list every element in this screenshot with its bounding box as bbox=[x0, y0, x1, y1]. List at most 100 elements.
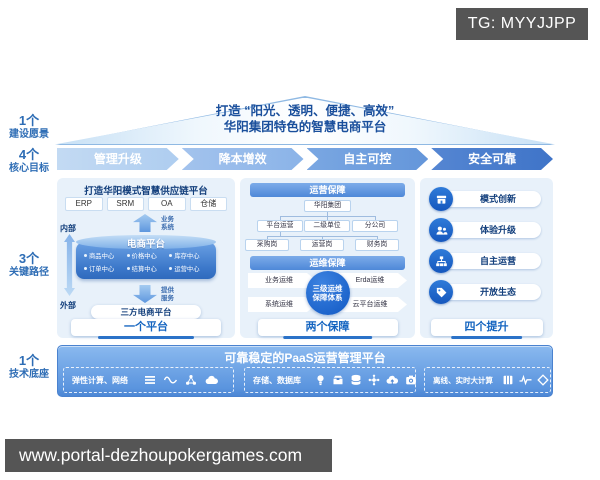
maint-box-system-ops: 系统运维 bbox=[248, 297, 316, 312]
users-icon bbox=[429, 218, 453, 242]
org-connector bbox=[375, 216, 376, 220]
rail-goals-count: 4个 bbox=[18, 147, 40, 162]
core-goals-band: 管理升级 降本增效 自主可控 安全可靠 bbox=[57, 148, 553, 170]
org-connector bbox=[327, 212, 328, 216]
bulb-icon bbox=[317, 375, 324, 386]
bullet-dot bbox=[126, 254, 130, 257]
maint-circle-line2: 保障体系 bbox=[312, 293, 343, 302]
maint-box-cloud-platform-ops: 云平台运维 bbox=[339, 297, 407, 312]
ecommerce-platform-cylinder: 电商平台 商品中心 价格中心 库存中心 订单中心 结算中心 运营中心 bbox=[76, 235, 216, 283]
center-modules: 商品中心 价格中心 库存中心 订单中心 结算中心 运营中心 bbox=[84, 251, 212, 273]
internal-label: 内部 bbox=[60, 224, 76, 233]
org-connector bbox=[280, 216, 281, 220]
maint-box-erda-ops: Erda运维 bbox=[339, 273, 407, 288]
uplift-pill: 开放生态 bbox=[441, 284, 541, 300]
goal-chevron-4: 安全可靠 bbox=[431, 148, 553, 170]
uplift-row-self-operation: 自主运营 bbox=[429, 249, 544, 273]
footer-two-assurances: 两个保障 bbox=[257, 319, 398, 339]
goal-chevron-2: 降本增效 bbox=[182, 148, 304, 170]
paas-group-label: 弹性计算、网络 bbox=[72, 375, 128, 385]
uplift-pill: 自主运营 bbox=[441, 253, 541, 269]
third-party-platform: 三方电商平台 bbox=[91, 305, 201, 319]
uplift-pill: 模式创新 bbox=[441, 191, 541, 207]
system-box-srm: SRM bbox=[106, 197, 144, 211]
goal-chevron-1: 管理升级 bbox=[57, 148, 179, 170]
stack-icon bbox=[145, 376, 155, 384]
paas-base-bar: 可靠稳定的PaaS运营管理平台 弹性计算、网络 存储、数据库 离线、实时大计算 bbox=[57, 345, 553, 397]
uplift-row-experience-upgrade: 体验升级 bbox=[429, 218, 544, 242]
rail-vision-count: 1个 bbox=[18, 113, 40, 128]
internal-external-arrow bbox=[64, 234, 75, 296]
footer-four-uplifts-text: 四个提升 bbox=[464, 321, 509, 333]
rail-paths-label: 关键路径 bbox=[9, 267, 49, 278]
center-label: 运营中心 bbox=[174, 266, 200, 273]
rail-vision: 1个 建设愿景 bbox=[2, 114, 56, 141]
rail-vision-label: 建设愿景 bbox=[9, 129, 49, 140]
paas-group-storage-database: 存储、数据库 bbox=[244, 367, 416, 393]
footer-one-platform-text: 一个平台 bbox=[124, 321, 168, 333]
uplift-pill: 体验升级 bbox=[441, 222, 541, 238]
paas-group-label: 存储、数据库 bbox=[253, 375, 301, 385]
down-arrow-label-line2: 服务 bbox=[161, 295, 174, 302]
paas-group-label: 离线、实时大计算 bbox=[433, 375, 493, 385]
provide-service-down-arrow bbox=[133, 285, 157, 303]
org-box-platform-ops: 平台运营 bbox=[257, 220, 303, 232]
assurance-panel: 运营保障 华阳集团 平台运营 二级单位 分公司 采购岗 运营岗 财务岗 运维保障… bbox=[240, 178, 415, 339]
maint-circle-line1: 三级运维 bbox=[312, 284, 343, 293]
three-level-maint-circle: 三级运维 保障体系 bbox=[305, 271, 350, 315]
org-box-finance-post: 财务岗 bbox=[355, 239, 399, 251]
org-connector bbox=[377, 236, 378, 239]
down-arrow-label: 提供 服务 bbox=[161, 287, 174, 303]
bullet-dot bbox=[84, 267, 87, 270]
external-label: 外部 bbox=[60, 301, 76, 310]
diamond-icon bbox=[537, 374, 549, 386]
watermark-url: www.portal-dezhoupokergames.com bbox=[5, 439, 332, 472]
up-arrow-label-line2: 系统 bbox=[161, 224, 174, 231]
ops-assurance-header: 运营保障 bbox=[250, 183, 405, 197]
center-item: 结算中心 bbox=[126, 264, 170, 273]
center-label: 商品中心 bbox=[89, 253, 115, 260]
supply-panel-title: 打造华阳模式智慧供应链平台 bbox=[84, 186, 208, 197]
rail-base-label: 技术底座 bbox=[9, 369, 49, 380]
org-connector bbox=[280, 216, 376, 217]
org-connector bbox=[327, 216, 328, 220]
down-arrow-label-line1: 提供 bbox=[161, 287, 174, 294]
rail-paths-count: 3个 bbox=[18, 251, 40, 266]
footer-four-uplifts: 四个提升 bbox=[430, 319, 543, 339]
bullet-dot bbox=[126, 267, 130, 270]
uplift-panel: 模式创新 体验升级 自主运营 开放生态 四个提升 bbox=[420, 178, 553, 339]
maintenance-assurance-header: 运维保障 bbox=[250, 256, 405, 270]
hub-icon bbox=[368, 374, 380, 386]
system-box-warehouse: 仓储 bbox=[189, 197, 227, 211]
footer-underline bbox=[450, 336, 523, 339]
uplift-row-open-ecosystem: 开放生态 bbox=[429, 280, 544, 304]
supply-chain-panel: 打造华阳模式智慧供应链平台 ERP SRM OA 仓储 内部 外部 业务 系统 … bbox=[57, 178, 235, 339]
goal-chevron-3: 自主可控 bbox=[307, 148, 429, 170]
uplift-row-model-innovation: 模式创新 bbox=[429, 187, 544, 211]
cylinder-top bbox=[76, 235, 216, 249]
rail-base: 1个 技术底座 bbox=[2, 354, 56, 381]
ecommerce-platform-title: 电商平台 bbox=[126, 239, 165, 250]
storefront-icon bbox=[429, 187, 453, 211]
org-box-second-level-unit: 二级单位 bbox=[304, 220, 350, 232]
org-connector bbox=[322, 236, 323, 239]
paas-group-big-compute: 离线、实时大计算 bbox=[424, 367, 551, 393]
up-arrow-label: 业务 系统 bbox=[161, 216, 174, 232]
center-label: 订单中心 bbox=[89, 266, 115, 273]
cloud-icon bbox=[205, 375, 218, 385]
org-box-procurement-post: 采购岗 bbox=[245, 239, 289, 251]
rail-base-count: 1个 bbox=[18, 353, 40, 368]
maint-box-business-ops: 业务运维 bbox=[248, 273, 316, 288]
rail-paths: 3个 关键路径 bbox=[2, 252, 56, 279]
center-label: 库存中心 bbox=[174, 253, 200, 260]
watermark-telegram: TG: MYYJJPP bbox=[456, 8, 588, 40]
center-item: 库存中心 bbox=[169, 251, 212, 260]
vision-line2: 华阳集团特色的智慧电商平台 bbox=[223, 120, 387, 134]
footer-one-platform: 一个平台 bbox=[71, 319, 221, 339]
vision-line1: 打造 “阳光、透明、便捷、高效” bbox=[215, 104, 395, 118]
cloud-upload-icon bbox=[386, 375, 399, 385]
center-label: 结算中心 bbox=[131, 266, 157, 273]
nodes-icon bbox=[186, 375, 196, 385]
center-label: 价格中心 bbox=[131, 253, 157, 260]
